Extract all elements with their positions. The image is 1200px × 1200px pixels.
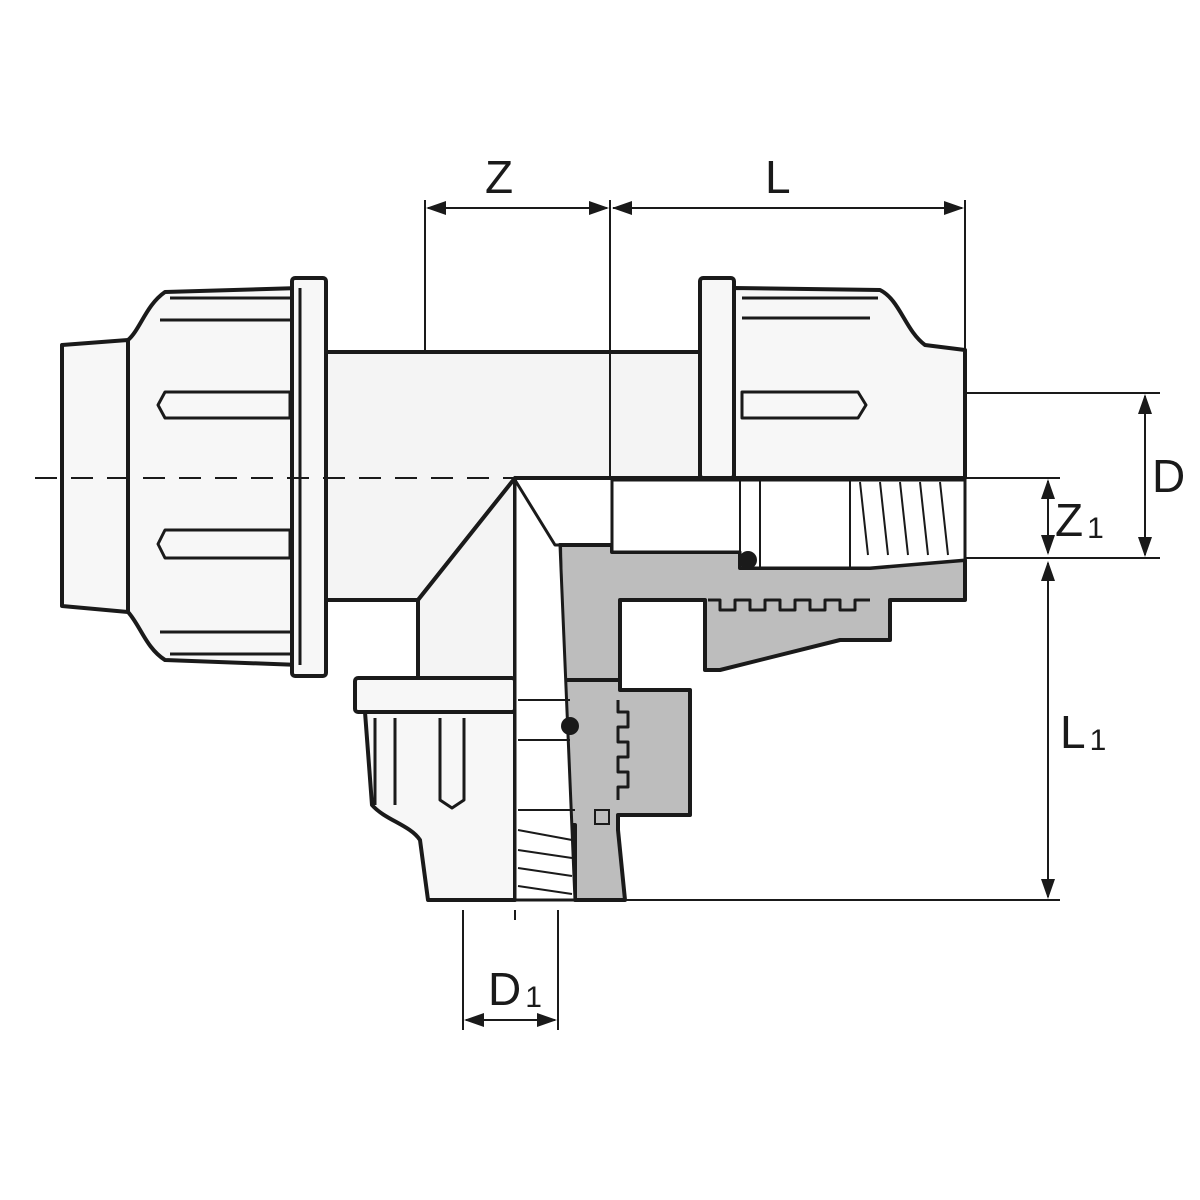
bottom-compression-nut: [353, 676, 517, 902]
l-label: L: [765, 151, 791, 203]
dimension-z: Z: [424, 151, 611, 478]
dimension-l: L: [612, 151, 966, 350]
d-label: D: [1152, 450, 1185, 502]
o-ring-right: [739, 551, 757, 569]
bottom-section-cut: [513, 478, 692, 902]
right-section-cut: [558, 478, 967, 682]
z-label: Z: [485, 151, 513, 203]
o-ring-bottom: [561, 717, 579, 735]
right-compression-nut: [698, 276, 967, 480]
center-lines: [35, 477, 985, 920]
left-compression-nut: [60, 276, 328, 678]
dimension-d: D: [965, 392, 1185, 559]
